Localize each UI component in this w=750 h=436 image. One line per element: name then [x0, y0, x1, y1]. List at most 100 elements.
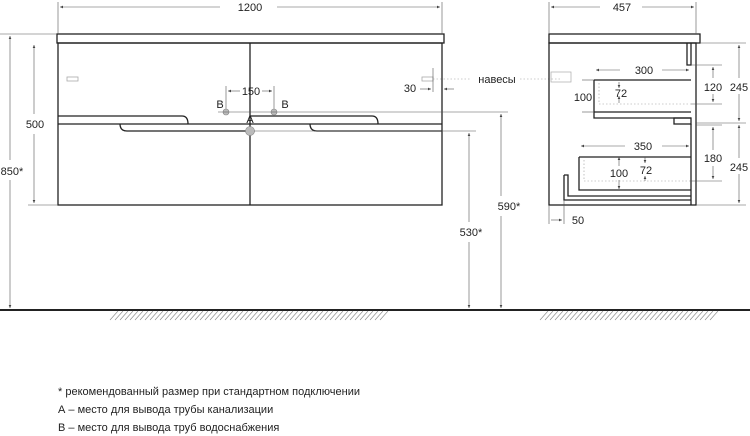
hatch-line [344, 310, 354, 321]
hatch-line [224, 310, 234, 321]
hatch-line [564, 310, 574, 321]
hatch-line [339, 310, 349, 321]
dim-drawer1-inner: 72 [615, 88, 627, 100]
dim-590: 590* [498, 201, 521, 213]
hatch-line [634, 310, 644, 321]
dim-width: 1200 [238, 2, 262, 14]
hatch-line [324, 310, 334, 321]
hatch-line [254, 310, 264, 321]
hatch-line [579, 310, 589, 321]
hatch-line [599, 310, 609, 321]
hatch-line [274, 310, 284, 321]
dim-drawer1-width: 300 [635, 65, 653, 77]
hatch-line [624, 310, 634, 321]
hatch-line [679, 310, 689, 321]
hatch-line [549, 310, 559, 321]
hatch-line [609, 310, 619, 321]
hatch-line [359, 310, 369, 321]
dim-front2: 245 [730, 162, 748, 174]
hatch-line [269, 310, 279, 321]
hatch-line [704, 310, 714, 321]
hatch-line [219, 310, 229, 321]
hatch-line [614, 310, 624, 321]
handle [250, 115, 379, 125]
dim-height-total: 850* [1, 166, 24, 178]
dim-530: 530* [460, 227, 483, 239]
hatch-line [279, 310, 289, 321]
label-a: A [246, 114, 254, 126]
dim-drawer2-height: 100 [610, 168, 628, 180]
hatch-line [299, 310, 309, 321]
countertop [56, 33, 445, 44]
hatch-line [164, 310, 174, 321]
hatch-line [114, 310, 124, 321]
hatch-line [234, 310, 244, 321]
hatch-line [244, 310, 254, 321]
hinge-icon [421, 76, 434, 82]
floor [0, 309, 750, 321]
hatch-line [574, 310, 584, 321]
hatch-line [629, 310, 639, 321]
note-recommended: * рекомендованный размер при стандартном… [58, 386, 360, 398]
hatch-line [559, 310, 569, 321]
hatch-line [349, 310, 359, 321]
hatch-line [589, 310, 599, 321]
hatch-line [314, 310, 324, 321]
hatch-line [669, 310, 679, 321]
hatch-line [604, 310, 614, 321]
hatch-line [644, 310, 654, 321]
dim-drawer2-inner: 72 [640, 165, 652, 177]
hatch-line [569, 310, 579, 321]
hatch-line [124, 310, 134, 321]
hatch-line [214, 310, 224, 321]
hatch-line [199, 310, 209, 321]
hatch-line [184, 310, 194, 321]
dim-drawer1-gap: 120 [704, 82, 722, 94]
note-drain: А – место для вывода трубы канализации [58, 404, 274, 416]
hatch-line [539, 310, 549, 321]
hatch-line [319, 310, 329, 321]
hatch-line [109, 310, 119, 321]
hatch-line [544, 310, 554, 321]
handle [58, 115, 189, 125]
hatch-line [294, 310, 304, 321]
hatch-line [329, 310, 339, 321]
hatch-line [334, 310, 344, 321]
countertop-side [548, 33, 701, 44]
hatch-line [194, 310, 204, 321]
hatch-line [374, 310, 384, 321]
hatch-line [674, 310, 684, 321]
dim-height-body: 500 [26, 119, 44, 131]
hatch-line [369, 310, 379, 321]
hinge-icon [66, 76, 79, 82]
hatch-line [259, 310, 269, 321]
hatch-line [664, 310, 674, 321]
hatch-line [179, 310, 189, 321]
side-view: 457 300 100 72 120 245 245 350 100 72 18… [548, 2, 748, 227]
hatch-line [649, 310, 659, 321]
dim-drawer1-height: 100 [574, 92, 592, 104]
hatch-line [144, 310, 154, 321]
hatch-line [209, 310, 219, 321]
hatch-line [149, 310, 159, 321]
hatch-line [594, 310, 604, 321]
hatch-line [699, 310, 709, 321]
hatch-line [694, 310, 704, 321]
hatch-line [249, 310, 259, 321]
hatch-line [709, 310, 719, 321]
hatch-line [229, 310, 239, 321]
hatch-line [364, 310, 374, 321]
hatch-line [654, 310, 664, 321]
dim-front1: 245 [730, 82, 748, 94]
label-hinges: навесы [478, 74, 516, 86]
hatch-line [134, 310, 144, 321]
hatch-line [119, 310, 129, 321]
hatch-line [619, 310, 629, 321]
cabinet-side [548, 42, 697, 206]
dim-depth: 457 [613, 2, 631, 14]
dim-drawer2-width: 350 [634, 141, 652, 153]
hatch-line [169, 310, 179, 321]
handle [119, 123, 250, 132]
hatch-line [284, 310, 294, 321]
